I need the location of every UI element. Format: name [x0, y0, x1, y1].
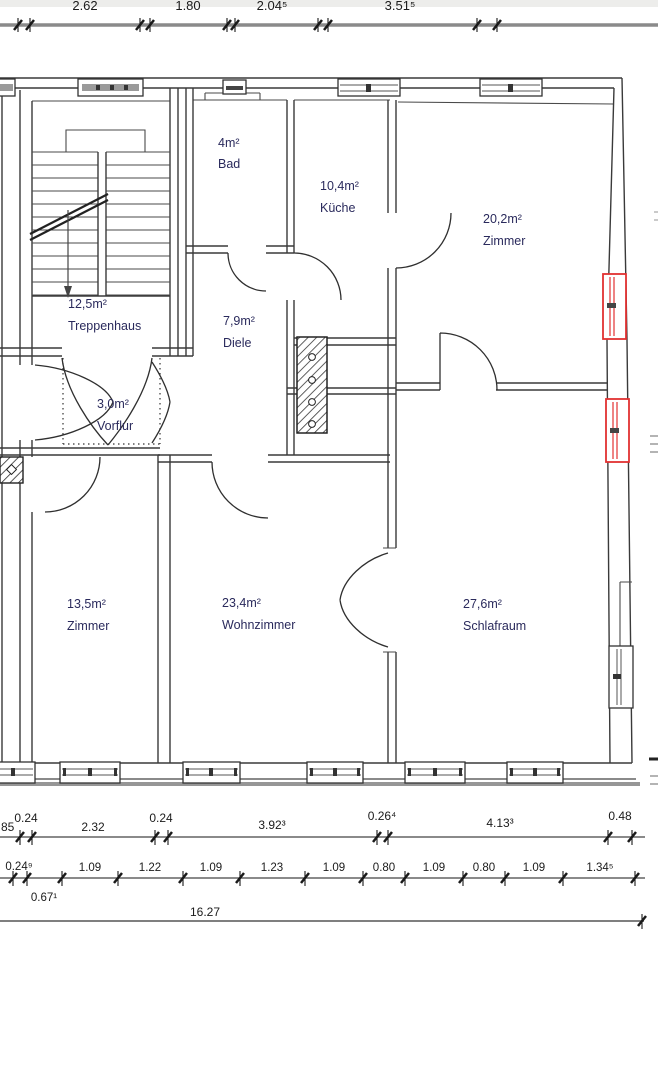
bottom-dimension-total: 16.27: [0, 905, 647, 929]
room-name-bad: Bad: [218, 157, 240, 171]
vorflur-boundary-dotted: [62, 358, 163, 445]
dimension-total-label: 16.27: [190, 905, 220, 919]
dimension-label: 1.09: [323, 862, 345, 874]
room-area-zimmer-20: 20,2m²: [483, 212, 522, 226]
dimension-label: 0.80: [373, 862, 395, 874]
dimension-label: 0.80: [473, 862, 495, 874]
stair-railing: [29, 193, 109, 235]
door-arc-zimmer13: [44, 456, 101, 513]
room-name-treppenhaus: Treppenhaus: [68, 319, 141, 333]
dimension-label: 0.24: [149, 811, 173, 825]
window: [0, 78, 16, 97]
dimension-label: 0.24: [14, 811, 38, 825]
room-name-wohnzimmer: Wohnzimmer: [222, 618, 295, 632]
doors: [34, 212, 498, 648]
red-window: [605, 398, 630, 463]
room-name-kueche: Küche: [320, 201, 355, 215]
dimension-label: 1.80: [175, 0, 200, 13]
dimension-label: 2.04⁵: [257, 0, 288, 13]
room-area-diele: 7,9m²: [223, 314, 255, 328]
room-name-zimmer-20: Zimmer: [483, 234, 525, 248]
stairs: [29, 129, 170, 298]
dimension-label: 1.09: [200, 862, 222, 874]
window: [59, 761, 121, 784]
page-top-band: [0, 0, 658, 7]
door-arc-zimmer20: [395, 212, 452, 269]
dimension-label: 0.24⁹: [5, 861, 32, 873]
room-labels: 4m² Bad 10,4m² Küche 20,2m² Zimmer 12,5m…: [67, 136, 526, 633]
dimension-label: 3.51⁵: [385, 0, 416, 13]
stair-arrow-head: [64, 286, 72, 298]
dimension-label: 0.67¹: [31, 892, 57, 904]
double-door-schlafraum: [339, 552, 389, 648]
room-area-schlafraum: 27,6m²: [463, 597, 502, 611]
window: [479, 78, 543, 97]
dimension-label: 2.32: [81, 820, 105, 834]
room-name-schlafraum: Schlafraum: [463, 619, 526, 633]
bottom-dimension-row2: 0.24⁹ 1.09 1.22 1.09 1.23 1.09 0.80 1.09…: [0, 861, 645, 904]
window: [77, 78, 144, 97]
door-arc-bad: [227, 252, 267, 292]
dimension-label: 1.09: [79, 862, 101, 874]
window: [182, 761, 241, 784]
dimension-label: 1.09: [523, 862, 545, 874]
window: [306, 761, 364, 784]
dimension-label: 1.09: [423, 862, 445, 874]
windows-bottom: [0, 761, 564, 784]
room-area-kueche: 10,4m²: [320, 179, 359, 193]
dimension-label: 2.62: [72, 0, 97, 13]
vent-window: [204, 79, 261, 100]
windows-right: [602, 273, 634, 709]
room-name-zimmer-13: Zimmer: [67, 619, 109, 633]
stair-railing: [29, 199, 109, 241]
double-door-vorflur-top: [61, 357, 153, 446]
room-name-diele: Diele: [223, 336, 252, 350]
door-arc-schlafraum-top: [439, 332, 498, 391]
dimension-label: 1.34⁵: [586, 862, 613, 874]
room-name-vorflur: Vorflur: [97, 419, 133, 433]
chimney-shaft: [296, 336, 328, 434]
right-edge-marks: [649, 211, 658, 785]
dimension-label: 1.23: [261, 862, 283, 874]
dimension-label: 1.22: [139, 862, 161, 874]
window: [608, 645, 634, 709]
dimension-label: 0.48: [608, 809, 632, 823]
red-window: [602, 273, 627, 340]
double-door-vorflur-left: [34, 364, 114, 441]
bottom-dimension-row1: 85 0.24 2.32 0.24 3.92³ 0.26⁴ 4.13³ 0.48: [0, 809, 645, 845]
dimension-label: 4.13³: [486, 816, 513, 830]
windows-top: [0, 78, 543, 100]
dimension-label: 3.92³: [258, 818, 285, 832]
room-area-treppenhaus: 12,5m²: [68, 297, 107, 311]
window: [337, 78, 401, 97]
room-area-zimmer-13: 13,5m²: [67, 597, 106, 611]
window: [404, 761, 466, 784]
window: [0, 761, 36, 784]
room-area-bad: 4m²: [218, 136, 240, 150]
room-area-vorflur: 3,0m²: [97, 397, 129, 411]
top-dimension-line: 2.62 1.80 2.04⁵ 3.51⁵: [0, 0, 658, 32]
dimension-label: 85: [1, 820, 15, 834]
dimension-label: 0.26⁴: [368, 809, 397, 823]
door-vorflur-diele: [151, 361, 171, 444]
door-arc-wohnzimmer: [211, 461, 269, 519]
room-area-wohnzimmer: 23,4m²: [222, 596, 261, 610]
vent-shaft: [0, 456, 24, 484]
door-arc-kueche: [293, 252, 342, 301]
window: [506, 761, 564, 784]
